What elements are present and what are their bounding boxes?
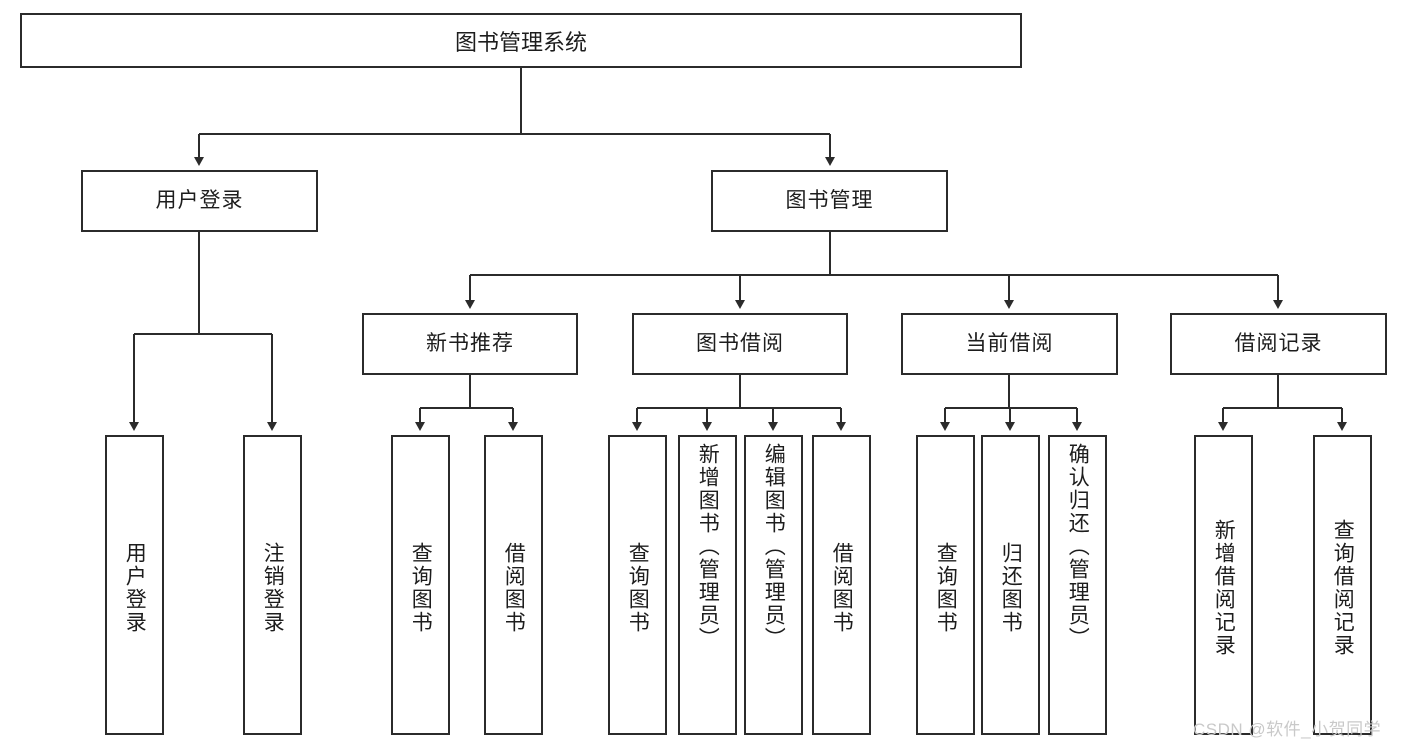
node-current-borrow[interactable]: 当前借阅 [901, 313, 1118, 375]
leaf-borrow-book-1[interactable]: 借阅图书 [484, 435, 543, 735]
leaf-user-login-label: 用户登录 [123, 542, 147, 634]
leaf-query-book-2-label: 查询图书 [626, 542, 650, 634]
node-user-login-label: 用户登录 [155, 189, 244, 213]
node-book-manage[interactable]: 图书管理 [711, 170, 948, 232]
leaf-user-login[interactable]: 用户登录 [105, 435, 164, 735]
leaf-edit-book-label: 编辑图书（管理员） [762, 443, 786, 650]
leaf-confirm-return-label: 确认归还（管理员） [1066, 443, 1090, 650]
node-new-book-recommend[interactable]: 新书推荐 [362, 313, 578, 375]
leaf-query-book-3[interactable]: 查询图书 [916, 435, 975, 735]
node-root[interactable]: 图书管理系统 [20, 13, 1022, 68]
leaf-add-book-label: 新增图书（管理员） [696, 443, 720, 650]
leaf-query-record-label: 查询借阅记录 [1331, 519, 1355, 657]
node-user-login[interactable]: 用户登录 [81, 170, 318, 232]
node-borrow-record[interactable]: 借阅记录 [1170, 313, 1387, 375]
node-book-manage-label: 图书管理 [785, 189, 874, 213]
csdn-watermark: CSDN @软件_小贺同学 [1193, 720, 1382, 739]
leaf-query-book-3-label: 查询图书 [934, 542, 958, 634]
node-book-borrow[interactable]: 图书借阅 [632, 313, 848, 375]
leaf-add-record[interactable]: 新增借阅记录 [1194, 435, 1253, 735]
leaf-add-record-label: 新增借阅记录 [1212, 519, 1236, 657]
leaf-query-book-2[interactable]: 查询图书 [608, 435, 667, 735]
leaf-return-book[interactable]: 归还图书 [981, 435, 1040, 735]
leaf-edit-book[interactable]: 编辑图书（管理员） [744, 435, 803, 735]
leaf-return-book-label: 归还图书 [999, 542, 1023, 634]
leaf-confirm-return[interactable]: 确认归还（管理员） [1048, 435, 1107, 735]
leaf-logout-label: 注销登录 [261, 542, 285, 634]
leaf-borrow-book-2[interactable]: 借阅图书 [812, 435, 871, 735]
leaf-add-book[interactable]: 新增图书（管理员） [678, 435, 737, 735]
node-root-label: 图书管理系统 [454, 29, 587, 55]
node-borrow-record-label: 借阅记录 [1234, 332, 1323, 356]
node-new-book-recommend-label: 新书推荐 [426, 332, 514, 356]
node-current-borrow-label: 当前借阅 [965, 332, 1054, 356]
node-book-borrow-label: 图书借阅 [696, 332, 784, 356]
leaf-query-book-1[interactable]: 查询图书 [391, 435, 450, 735]
leaf-query-book-1-label: 查询图书 [409, 542, 433, 634]
leaf-logout[interactable]: 注销登录 [243, 435, 302, 735]
leaf-borrow-book-2-label: 借阅图书 [830, 542, 854, 634]
leaf-borrow-book-1-label: 借阅图书 [502, 542, 526, 634]
leaf-query-record[interactable]: 查询借阅记录 [1313, 435, 1372, 735]
